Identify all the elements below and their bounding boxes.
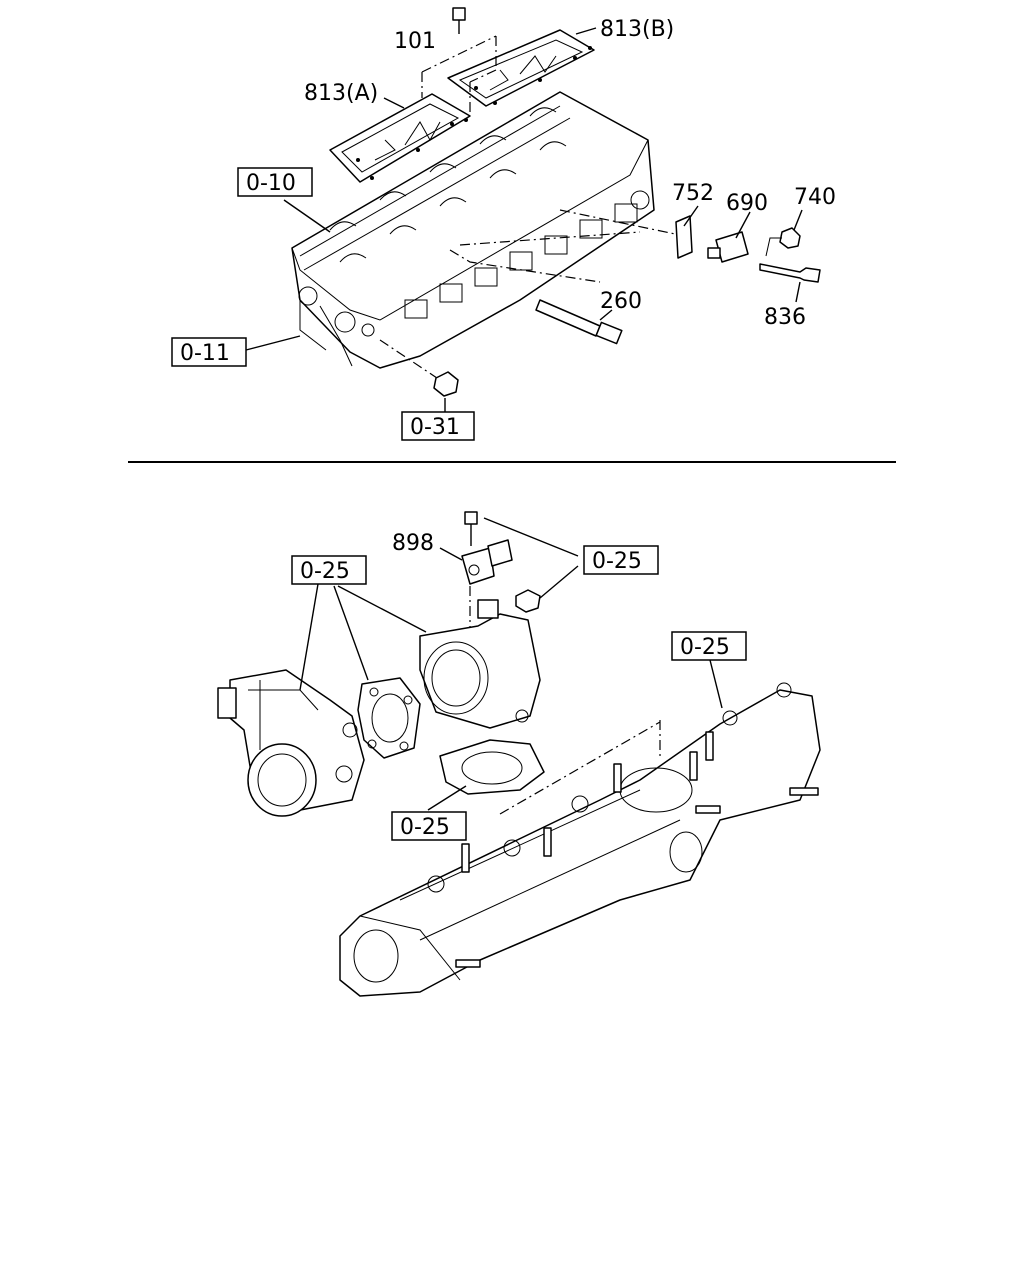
- sensor-898: [461, 539, 513, 585]
- label-836: 836: [764, 305, 806, 330]
- label-690: 690: [726, 191, 768, 216]
- ref-box-0-25-right[interactable]: 0-25: [671, 631, 747, 661]
- label-813a: 813(A): [304, 81, 378, 106]
- cylinder-head-assembly: [291, 91, 655, 369]
- svg-text:0-25: 0-25: [300, 559, 350, 584]
- manifold-gasket: [439, 739, 545, 795]
- label-752: 752: [672, 181, 714, 206]
- svg-text:0-25: 0-25: [592, 549, 642, 574]
- gasket-752: [675, 215, 693, 259]
- nut-0-25: [515, 589, 541, 613]
- svg-text:0-10: 0-10: [246, 171, 296, 196]
- label-740: 740: [794, 185, 836, 210]
- intake-manifold: [339, 682, 821, 997]
- sensor-690: [675, 215, 749, 263]
- svg-text:0-11: 0-11: [180, 341, 230, 366]
- svg-text:0-25: 0-25: [400, 815, 450, 840]
- throttle-body: [217, 669, 365, 817]
- ref-box-0-31[interactable]: 0-31: [401, 411, 475, 441]
- throttle-gasket: [357, 677, 421, 759]
- intake-adapter: [419, 599, 541, 729]
- gasket-813b: [447, 29, 595, 107]
- svg-text:0-25: 0-25: [680, 635, 730, 660]
- nut-740: [779, 227, 801, 249]
- bolt-top: [464, 511, 478, 546]
- label-260: 260: [600, 289, 642, 314]
- ref-box-0-25-top[interactable]: 0-25: [583, 545, 659, 575]
- ref-box-0-25-left[interactable]: 0-25: [291, 555, 367, 585]
- label-101: 101: [394, 29, 436, 54]
- ref-box-0-11[interactable]: 0-11: [171, 337, 247, 367]
- label-813b: 813(B): [600, 17, 674, 42]
- label-898: 898: [392, 531, 434, 556]
- nut-031-part: [433, 371, 459, 397]
- bolt-101: [452, 7, 466, 34]
- svg-text:0-31: 0-31: [410, 415, 460, 440]
- glow-plug-260: [535, 299, 623, 345]
- ref-box-0-10[interactable]: 0-10: [237, 167, 313, 197]
- gasket-813a: [329, 93, 471, 183]
- ref-box-0-25-bottom[interactable]: 0-25: [391, 811, 467, 841]
- bolt-836: [759, 263, 821, 283]
